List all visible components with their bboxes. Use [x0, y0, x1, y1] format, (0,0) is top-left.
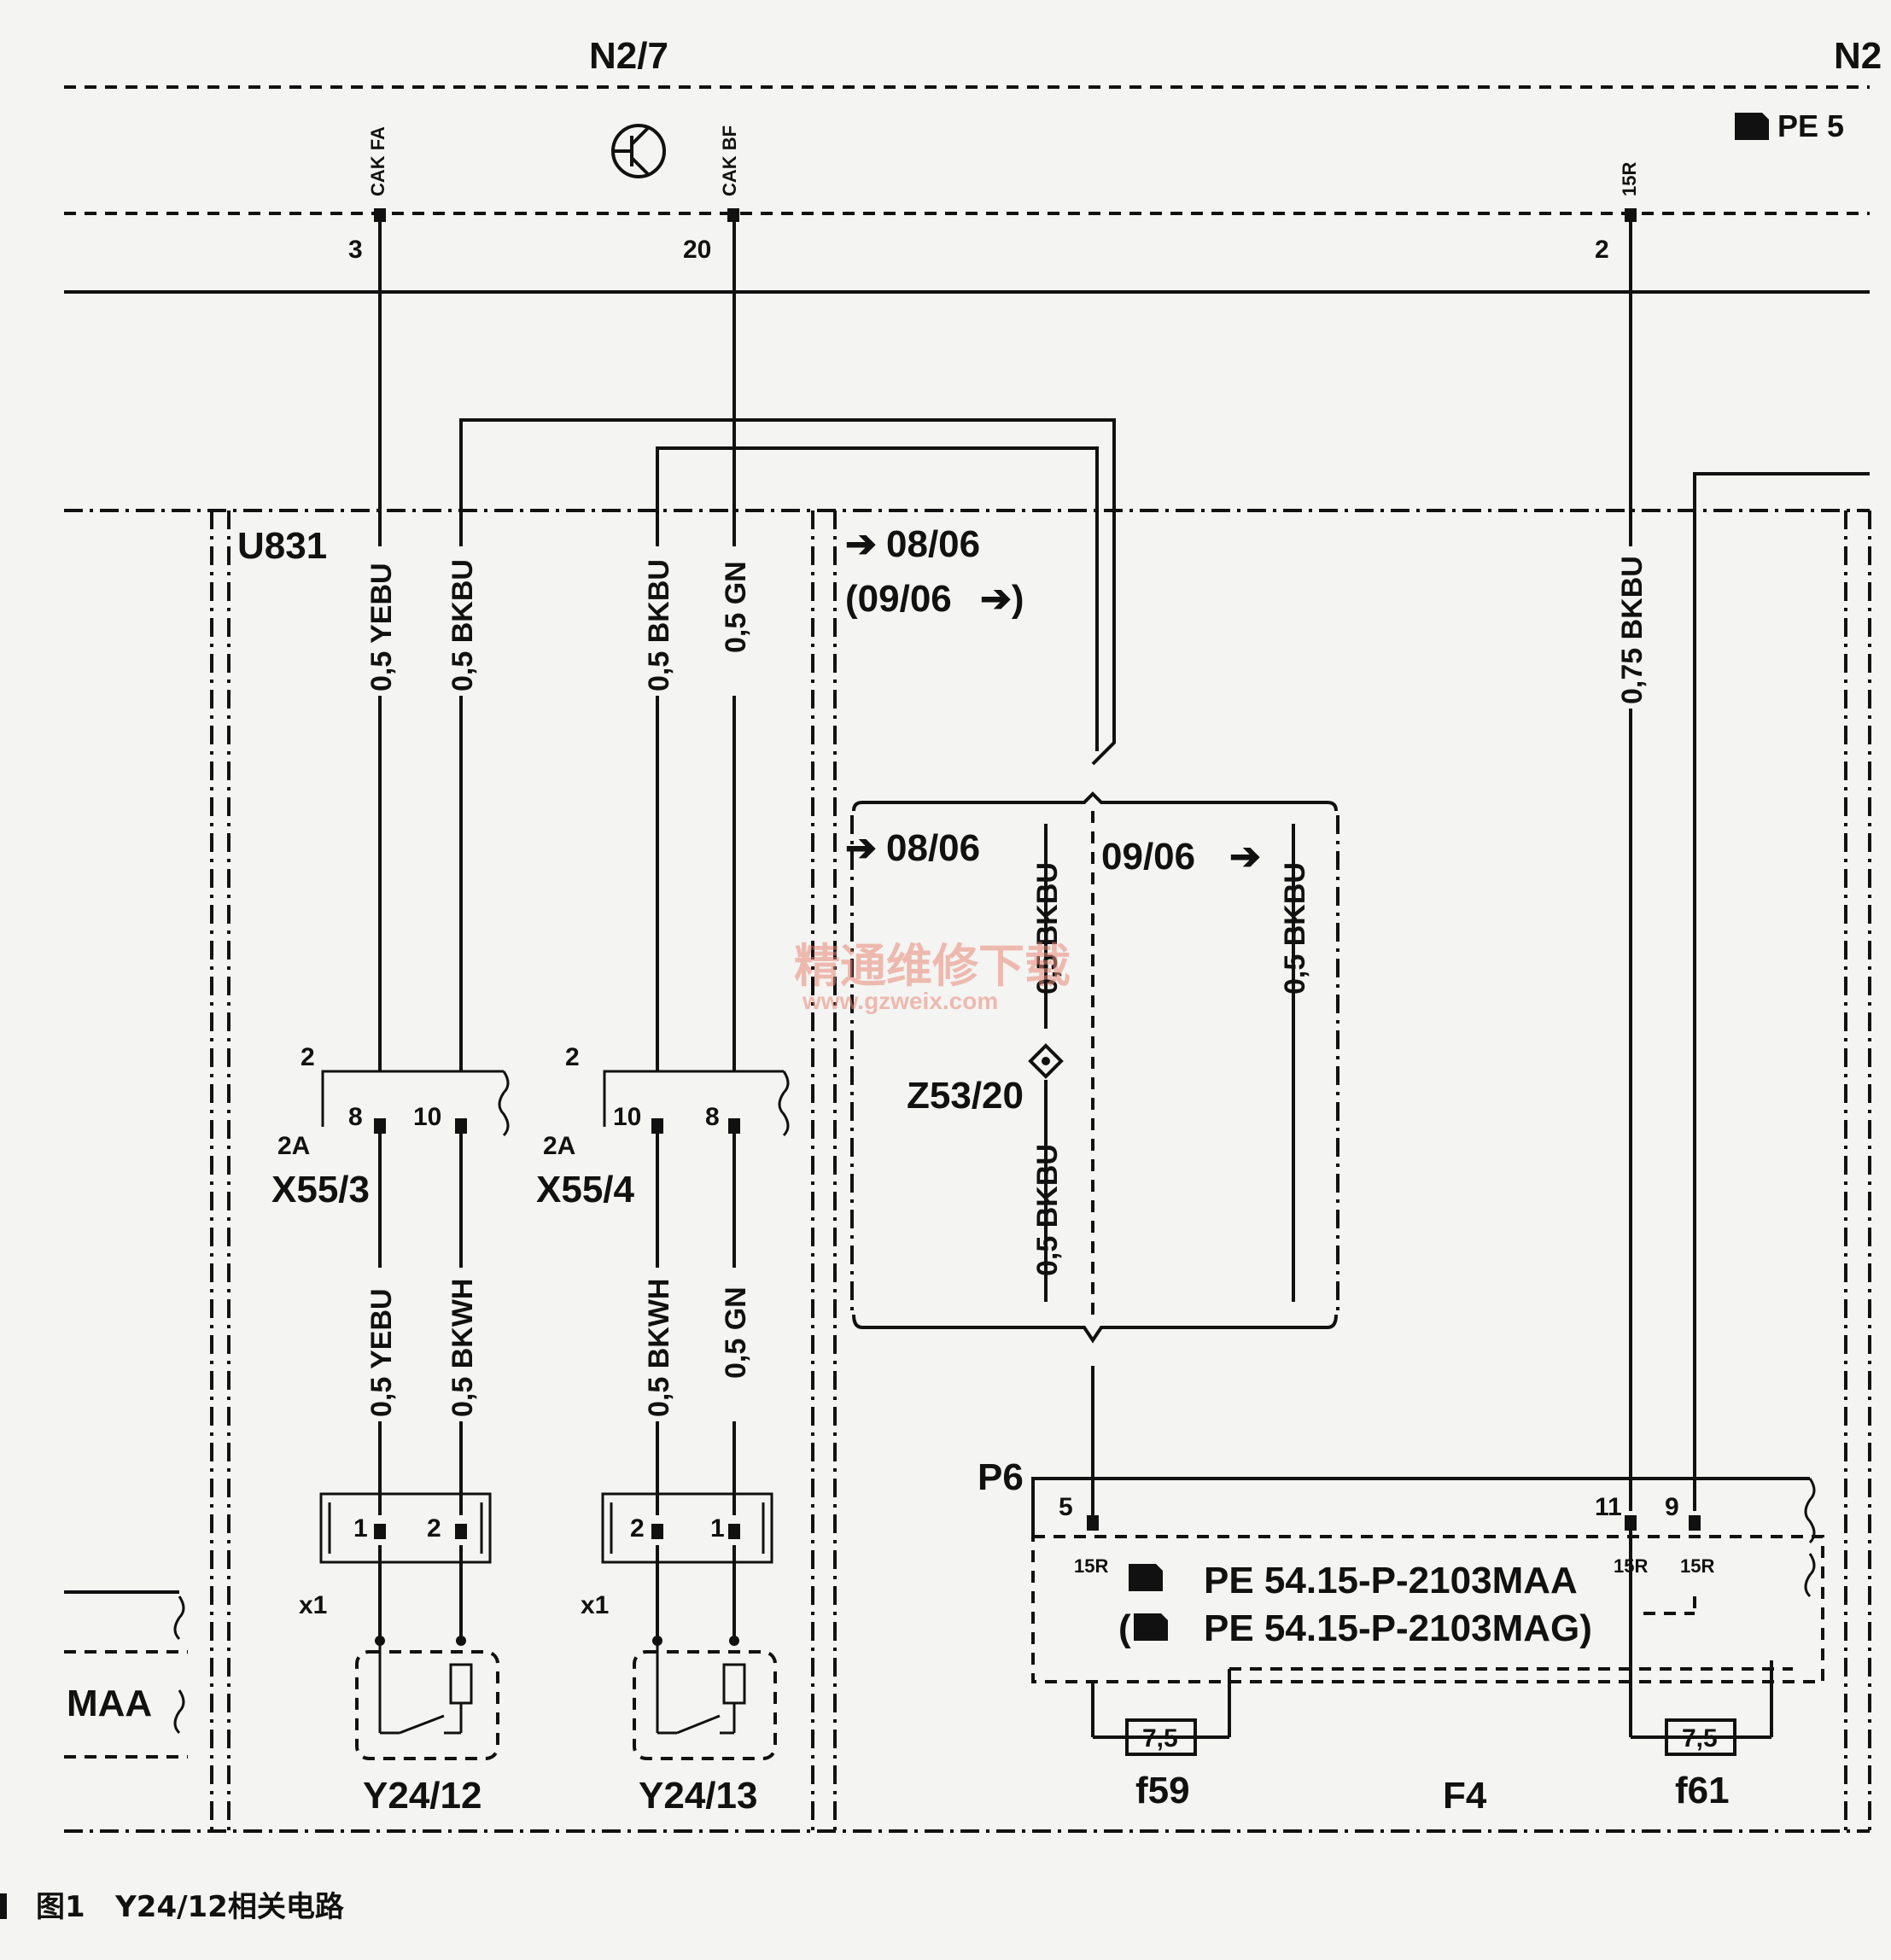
fuse-pin-5: 5 — [1059, 1493, 1073, 1521]
svg-text:08/06: 08/06 — [886, 523, 980, 565]
maa-partial-module: MAA — [64, 1590, 188, 1759]
n2-partial-label: N2 — [1834, 35, 1882, 77]
x1-a-pin-2: 2 — [427, 1514, 441, 1543]
wire-label-bkbu-top-2: 0,5 BKBU — [643, 559, 675, 691]
svg-text:MAA: MAA — [67, 1683, 152, 1724]
valve-y24-12-label: Y24/12 — [363, 1775, 482, 1817]
x1-a-label: x1 — [299, 1591, 327, 1619]
fuse-ref-open-paren: ( — [1118, 1607, 1131, 1649]
fuse-f59-icon — [1125, 1718, 1197, 1756]
wire-right-feed — [1693, 472, 1870, 1511]
splice-label: Z53/20 — [907, 1075, 1024, 1117]
fuse-term-15r-a: 15R — [1074, 1555, 1108, 1577]
wire-label-bkwh-bot-2: 0,5 BKWH — [643, 1279, 675, 1417]
fuse-f61-icon — [1665, 1718, 1736, 1756]
x55-3-pin-8: 8 — [348, 1103, 363, 1131]
x55-4-pin-10: 10 — [613, 1103, 641, 1131]
box-wire-label-b: 0,5 BKBU — [1279, 862, 1311, 995]
signal-cak-bf: CAK BF — [719, 125, 740, 196]
fuse-ref-maa: PE 54.15-P-2103MAA — [1204, 1560, 1578, 1601]
fuse-f61-label: f61 — [1675, 1770, 1730, 1811]
figure-caption: 图1 Y24/12相关电路 — [36, 1890, 345, 1924]
version-0906-box: 09/06 — [1101, 836, 1195, 878]
box-wire-label-c: 0,5 BKBU — [1031, 1144, 1064, 1276]
x1-a-pin-1: 1 — [353, 1514, 368, 1543]
x1-b-label: x1 — [581, 1591, 609, 1619]
connector-x55-3 — [321, 1070, 510, 1137]
arrow-icon: ➔) — [980, 578, 1024, 620]
arrow-icon: ➔ — [1229, 836, 1261, 878]
fuse-f61-value: 7,5 — [1682, 1724, 1718, 1753]
variant-box — [850, 791, 1339, 1344]
watermark-url: www.gzweix.com — [802, 988, 998, 1014]
fuse-ref-mag: PE 54.15-P-2103MAG) — [1204, 1607, 1592, 1649]
fuse-term-15r-c: 15R — [1680, 1555, 1714, 1577]
book-icon — [1134, 1613, 1168, 1641]
x1-b-pin-2: 2 — [630, 1514, 645, 1543]
version-block-top: ➔ 08/06 (09/06 ➔) — [845, 523, 1024, 620]
watermark-cn: 精通维修下载 — [794, 941, 1071, 992]
caption-marker — [0, 1893, 7, 1919]
top-connector-stubs — [374, 208, 1637, 222]
n27-label: N2/7 — [589, 35, 668, 77]
box-wire-label-a: 0,5 BKBU — [1031, 862, 1064, 995]
fuse-f59-value: 7,5 — [1142, 1724, 1178, 1753]
connector-x55-4 — [603, 1070, 790, 1137]
signal-15r: 15R — [1619, 162, 1640, 196]
wire-bkbu-2 — [656, 446, 1099, 1639]
wire-label-gn-top: 0,5 GN — [720, 561, 752, 653]
fuse-block-p6 — [1031, 1477, 1824, 1739]
valve-y24-13-label: Y24/13 — [639, 1775, 757, 1817]
wire-label-gn-bot: 0,5 GN — [720, 1286, 752, 1379]
valve-y24-13-icon — [633, 1636, 777, 1760]
x55-3-two: 2 — [301, 1043, 315, 1071]
top-pin-2: 2 — [1595, 236, 1609, 264]
wire-label-yebu-bot: 0,5 YEBU — [365, 1288, 398, 1417]
p6-label: P6 — [978, 1456, 1024, 1498]
wire-label-yebu-top: 0,5 YEBU — [365, 563, 398, 691]
transistor-icon — [611, 124, 666, 178]
arrow-icon: ➔ — [845, 827, 877, 869]
x1-b-pin-1: 1 — [710, 1514, 725, 1543]
fuse-pin-9: 9 — [1665, 1493, 1679, 1521]
book-icon — [1735, 113, 1769, 140]
x55-4-pin-8: 8 — [705, 1103, 720, 1131]
splice-diamond-icon — [1028, 1043, 1064, 1079]
top-pin-20: 20 — [683, 236, 711, 264]
fuse-f59-label: f59 — [1135, 1770, 1190, 1811]
fuse-term-15r-b: 15R — [1614, 1555, 1648, 1577]
x55-4-2a: 2A — [543, 1132, 575, 1160]
x55-3-label: X55/3 — [271, 1169, 370, 1210]
wire-label-bkbu-top-1: 0,5 BKBU — [446, 559, 479, 691]
u831-label: U831 — [237, 525, 327, 567]
svg-text:PE 5: PE 5 — [1777, 108, 1844, 143]
right-edge-marks — [173, 1553, 1816, 1735]
wire-label-bkwh-bot-1: 0,5 BKWH — [446, 1279, 479, 1417]
valve-y24-12-icon — [355, 1636, 499, 1760]
fuse-pin-11: 11 — [1595, 1493, 1622, 1521]
variant-wires — [1044, 824, 1295, 1515]
connector-x1-a — [319, 1492, 492, 1564]
wire-bkbu-1 — [459, 418, 1116, 1639]
wire-label-075-bkbu: 0,75 BKBU — [1616, 556, 1649, 704]
pe-reference-top: PE 5 — [1735, 108, 1844, 143]
x55-4-two: 2 — [565, 1043, 580, 1071]
book-icon — [1129, 1564, 1163, 1591]
connector-x1-b — [601, 1492, 773, 1564]
f4-label: F4 — [1443, 1775, 1487, 1817]
svg-text:(09/06: (09/06 — [845, 578, 952, 620]
x55-3-pin-10: 10 — [413, 1103, 441, 1131]
version-0806-box: 08/06 — [886, 827, 980, 869]
x55-4-label: X55/4 — [536, 1169, 635, 1210]
x55-3-2a: 2A — [277, 1132, 310, 1160]
signal-cak-fa: CAK FA — [367, 126, 388, 196]
top-pin-3: 3 — [348, 236, 363, 264]
arrow-icon: ➔ — [845, 523, 877, 565]
